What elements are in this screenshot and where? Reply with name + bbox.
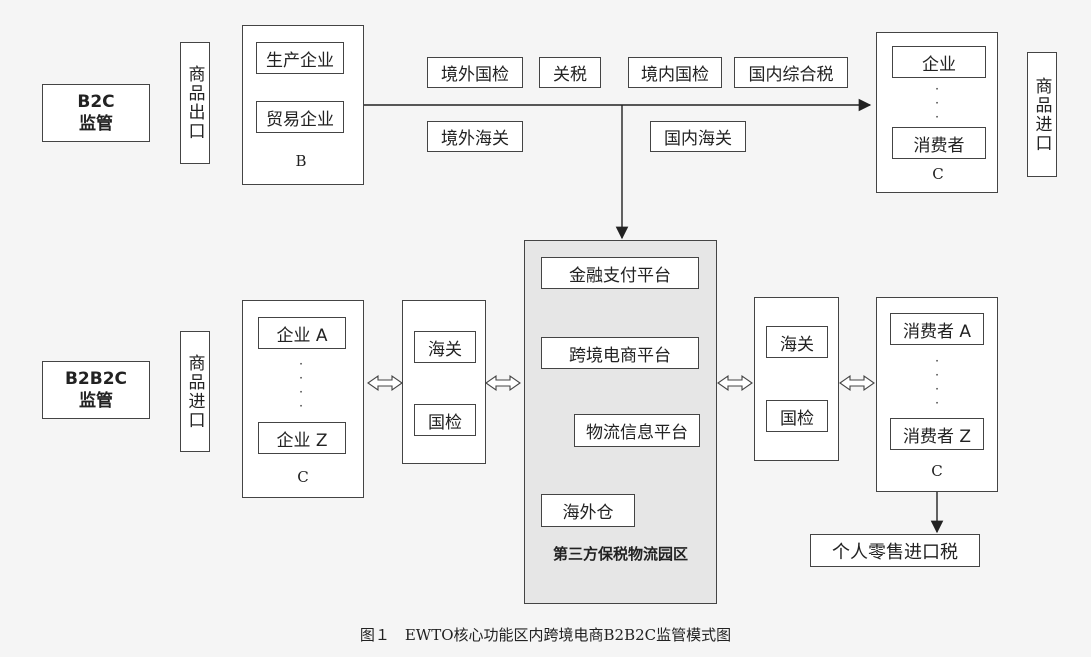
- enterprise-ellipsis: ····: [299, 357, 303, 413]
- buyer-ellipsis: ···: [935, 82, 939, 124]
- figure-caption: 图１ EWTO核心功能区内跨境电商B2B2C监管模式图: [359, 625, 732, 644]
- zone-title: 第三方保税物流园区: [552, 544, 688, 563]
- enterprise-caption: C: [297, 468, 309, 486]
- b2c-export-label: 商品出口: [180, 42, 210, 164]
- overseas-warehouse: 海外仓: [541, 494, 635, 527]
- consumer-item-z: 消费者 Z: [890, 418, 984, 450]
- seller-item-production: 生产企业: [256, 42, 344, 74]
- b2c-import-label: 商品进口: [1027, 52, 1057, 177]
- b2b2c-import-label: 商品进口: [180, 331, 210, 452]
- consumer-caption: C: [931, 462, 943, 480]
- right-check-box: [754, 297, 839, 461]
- seller-item-trade: 贸易企业: [256, 101, 344, 133]
- double-arrow-2: [485, 374, 521, 392]
- left-customs: 海关: [414, 331, 476, 363]
- double-arrow-4: [839, 374, 875, 392]
- consumer-item-a: 消费者 A: [890, 313, 984, 345]
- right-inspection: 国检: [766, 400, 828, 432]
- b2c-label-box: B2C 监管: [42, 84, 150, 142]
- b2b2c-label-box: B2B2C 监管: [42, 361, 150, 419]
- buyer-item-enterprise: 企业: [892, 46, 986, 78]
- platform-logistics-info: 物流信息平台: [574, 414, 700, 447]
- b2b2c-label-line1: B2B2C: [64, 369, 128, 389]
- double-arrow-1: [367, 374, 403, 392]
- b2c-label-line1: B2C: [77, 92, 115, 112]
- left-inspection: 国检: [414, 404, 476, 436]
- seller-caption: B: [295, 152, 307, 170]
- platform-cross-border-ec: 跨境电商平台: [541, 337, 699, 369]
- consumer-ellipsis: ····: [935, 354, 939, 410]
- buyer-caption: C: [932, 165, 944, 183]
- retail-import-tax: 个人零售进口税: [810, 534, 980, 567]
- tag-domestic-tax: 国内综合税: [734, 57, 848, 88]
- b2b2c-label-line2: 监管: [79, 391, 113, 411]
- b2c-label-line2: 监管: [79, 114, 113, 134]
- left-check-box: [402, 300, 486, 464]
- right-customs: 海关: [766, 326, 828, 358]
- tag-foreign-inspection: 境外国检: [427, 57, 523, 88]
- double-arrow-3: [717, 374, 753, 392]
- enterprise-item-z: 企业 Z: [258, 422, 346, 454]
- tag-foreign-customs: 境外海关: [427, 121, 523, 152]
- buyer-item-consumer: 消费者: [892, 127, 986, 159]
- tag-tariff: 关税: [539, 57, 601, 88]
- tag-domestic-customs: 国内海关: [650, 121, 746, 152]
- platform-finance-payment: 金融支付平台: [541, 257, 699, 289]
- enterprise-item-a: 企业 A: [258, 317, 346, 349]
- tag-domestic-inspection: 境内国检: [628, 57, 722, 88]
